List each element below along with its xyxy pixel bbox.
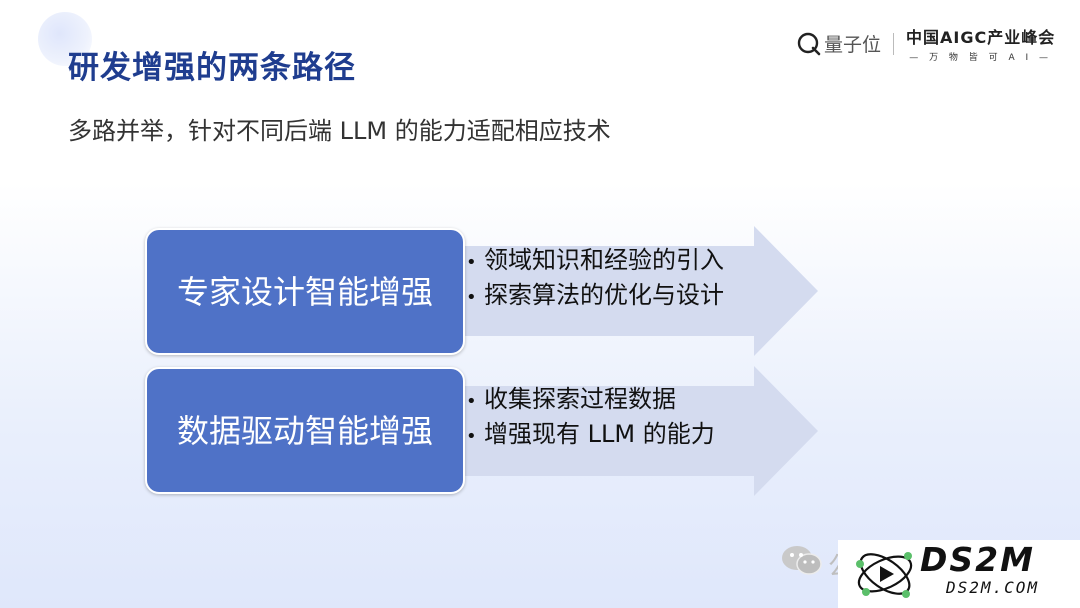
- path-label: 数据驱动智能增强: [176, 411, 433, 450]
- bullet-icon: •: [466, 287, 477, 308]
- path-bullets-2: •收集探索过程数据 •增强现有 LLM 的能力: [466, 383, 715, 453]
- brand-divider: [893, 32, 895, 55]
- list-item: •探索算法的优化与设计: [466, 279, 724, 314]
- event-tagline: — 万 物 皆 可 A I —: [909, 53, 1053, 63]
- ds2m-logo-icon: [856, 552, 913, 598]
- ds2m-logo-text: DS2M: [920, 540, 1035, 579]
- qbitai-text: 量子位: [824, 34, 882, 56]
- path-label: 专家设计智能增强: [176, 272, 433, 311]
- ds2m-watermark: [838, 540, 1080, 608]
- path-arrow-2: [440, 366, 818, 496]
- event-logo: 中国AIGC产业峰会 — 万 物 皆 可 A I —: [906, 24, 1055, 63]
- decorative-circle: [38, 12, 92, 66]
- path-arrow-1: [440, 226, 818, 356]
- list-item: •增强现有 LLM 的能力: [466, 418, 715, 453]
- brand-header: 量子位 中国AIGC产业峰会 — 万 物 皆 可 A I —: [796, 24, 1055, 63]
- ds2m-logo-subtext: DS2M.COM: [946, 578, 1040, 597]
- list-item: •收集探索过程数据: [466, 383, 715, 418]
- wechat-watermark-icon: [782, 546, 822, 575]
- path-bullets-1: •领域知识和经验的引入 •探索算法的优化与设计: [466, 244, 724, 314]
- page-subtitle: 多路并举，针对不同后端 LLM 的能力适配相应技术: [68, 117, 611, 145]
- path-box-data: 数据驱动智能增强: [145, 367, 465, 494]
- bullet-icon: •: [466, 426, 477, 447]
- qbitai-logo-icon: [797, 32, 821, 55]
- bullet-icon: •: [466, 391, 477, 412]
- path-box-expert: 专家设计智能增强: [145, 228, 465, 355]
- bullet-icon: •: [466, 252, 477, 273]
- page-title: 研发增强的两条路径: [68, 50, 356, 86]
- list-item: •领域知识和经验的引入: [466, 244, 724, 279]
- event-name: 中国AIGC产业峰会: [906, 28, 1056, 47]
